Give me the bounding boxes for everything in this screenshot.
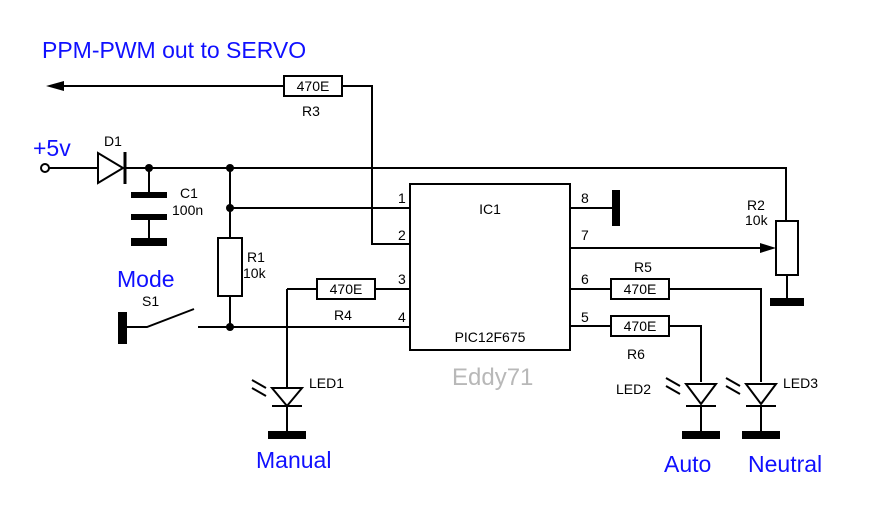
ground-pin8: [570, 190, 620, 226]
svg-text:470E: 470E: [330, 281, 363, 297]
svg-text:470E: 470E: [297, 78, 330, 94]
svg-text:1: 1: [398, 190, 406, 206]
resistor-r5: 470E R5: [570, 259, 762, 432]
auto-label: Auto: [664, 451, 711, 477]
svg-text:PIC12F675: PIC12F675: [455, 329, 526, 345]
potentiometer-r2: R2 10k: [745, 197, 804, 306]
resistor-r4: 470E R4: [287, 278, 410, 323]
svg-text:2: 2: [398, 227, 406, 243]
resistor-r6: 470E R6: [570, 315, 702, 432]
capacitor-c1: C1 100n: [131, 168, 203, 246]
svg-text:R3: R3: [302, 103, 320, 119]
svg-text:C1: C1: [180, 185, 198, 201]
led-2: LED2: [616, 377, 720, 439]
svg-text:R6: R6: [627, 346, 645, 362]
supply-label: +5v: [33, 135, 71, 161]
led-3: LED3: [725, 375, 818, 439]
svg-text:4: 4: [398, 309, 406, 325]
output-line: [46, 81, 410, 245]
output-title: PPM-PWM out to SERVO: [42, 37, 306, 63]
supply-rail: [40, 163, 787, 221]
watermark-text: Eddy71: [452, 364, 533, 391]
svg-text:470E: 470E: [624, 281, 657, 297]
svg-text:LED2: LED2: [616, 381, 651, 397]
svg-text:IC1: IC1: [479, 201, 501, 217]
diode-d1: D1: [97, 133, 127, 185]
resistor-r1: R1 10k: [217, 168, 267, 326]
svg-text:LED1: LED1: [309, 375, 344, 391]
svg-text:S1: S1: [142, 293, 159, 309]
svg-text:R1: R1: [247, 249, 265, 265]
svg-text:7: 7: [581, 227, 589, 243]
neutral-label: Neutral: [748, 451, 822, 477]
svg-text:6: 6: [581, 271, 589, 287]
svg-text:10k: 10k: [745, 212, 769, 228]
wiper-line: [570, 243, 776, 253]
svg-text:5: 5: [581, 309, 589, 325]
junction-dot: [226, 323, 234, 331]
svg-text:10k: 10k: [243, 265, 267, 281]
ic-pic12f675: IC1 PIC12F675 1 2 3 4 5 6 7 8: [398, 183, 589, 351]
svg-text:R5: R5: [634, 259, 652, 275]
svg-text:470E: 470E: [624, 318, 657, 334]
svg-text:100n: 100n: [172, 202, 203, 218]
svg-text:3: 3: [398, 271, 406, 287]
svg-text:R4: R4: [334, 307, 352, 323]
manual-label: Manual: [256, 447, 331, 473]
svg-text:R2: R2: [747, 197, 765, 213]
svg-text:D1: D1: [104, 133, 122, 149]
switch-s1: S1: [118, 293, 410, 344]
svg-text:8: 8: [581, 190, 589, 206]
resistor-r3: 470E R3: [283, 75, 343, 119]
svg-text:LED3: LED3: [783, 375, 818, 391]
mode-label: Mode: [117, 266, 175, 292]
led-1: LED1: [251, 289, 344, 439]
